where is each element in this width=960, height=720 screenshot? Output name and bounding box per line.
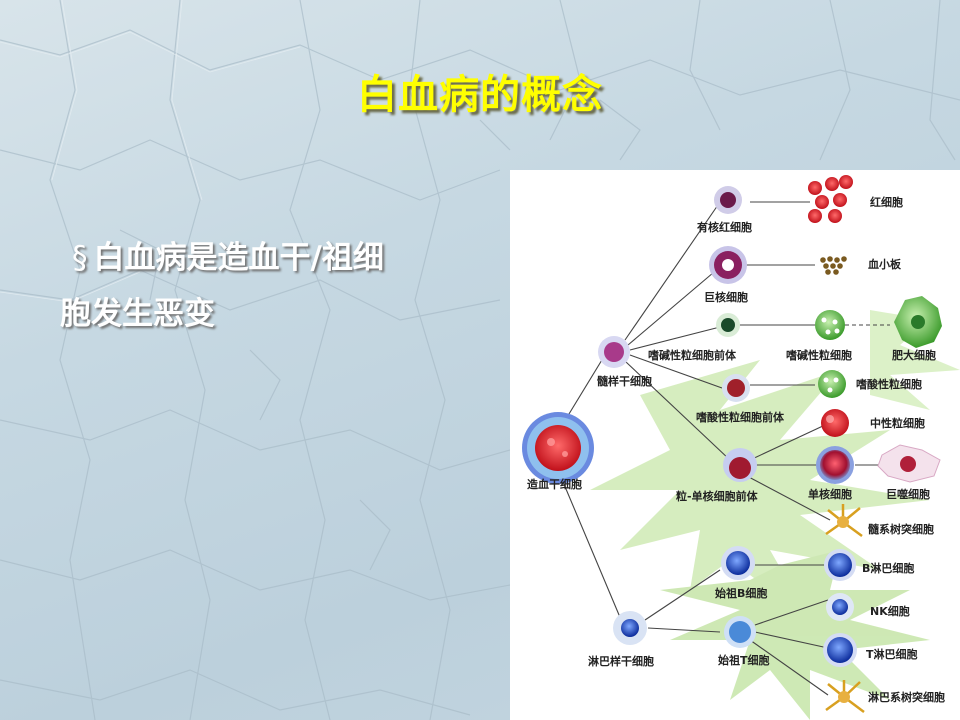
basophil-precursor-cell bbox=[716, 313, 740, 337]
slide-title: 白血病的概念 bbox=[357, 72, 603, 118]
label-eosinophil: 嗜酸性粒细胞 bbox=[856, 377, 922, 391]
lineage-lines bbox=[557, 201, 890, 696]
eosinophil-cell bbox=[818, 370, 846, 398]
label-mast-cell: 肥大细胞 bbox=[892, 348, 936, 362]
hematopoiesis-svg: 造血干细胞 髓样干细胞 淋巴样干细胞 有核红细胞 红细胞 bbox=[522, 175, 960, 720]
platelets bbox=[820, 256, 847, 275]
label-neutrophil: 中性粒细胞 bbox=[870, 416, 925, 430]
macrophage-cell bbox=[877, 444, 941, 483]
b-lymphocyte-cell bbox=[824, 549, 856, 581]
myeloid-dendritic-cell bbox=[825, 504, 863, 538]
monocyte-cell bbox=[816, 446, 854, 484]
eosinophil-precursor-cell bbox=[722, 374, 750, 402]
lymphoid-stem-cell bbox=[613, 611, 647, 645]
label-eosinophil-precursor: 嗜酸性粒细胞前体 bbox=[696, 410, 785, 424]
label-gm-precursor: 粒-单核细胞前体 bbox=[676, 489, 759, 503]
myeloid-stem-cell bbox=[598, 336, 630, 368]
label-myeloid-stem: 髓样干细胞 bbox=[597, 374, 652, 388]
bullet-point: §白血病是造血干/祖细 胞发生恶变 bbox=[60, 230, 480, 342]
mast-cell bbox=[894, 296, 942, 348]
label-lymphoid-dc: 淋巴系树突细胞 bbox=[868, 690, 945, 704]
t-lymphocyte-cell bbox=[823, 633, 857, 667]
label-myeloid-dc: 髓系树突细胞 bbox=[868, 522, 934, 536]
label-monocyte: 单核细胞 bbox=[808, 487, 852, 501]
pro-t-cell bbox=[724, 616, 756, 648]
label-t-cell: T淋巴细胞 bbox=[866, 647, 918, 661]
megakaryocyte-cell bbox=[709, 246, 747, 284]
pro-b-cell bbox=[721, 546, 755, 580]
label-macrophage: 巨噬细胞 bbox=[886, 487, 930, 501]
label-basophil: 嗜碱性粒细胞 bbox=[786, 348, 852, 362]
bullet-marker: § bbox=[72, 240, 88, 276]
label-basophil-precursor: 嗜碱性粒细胞前体 bbox=[648, 348, 737, 362]
bullet-text-line1: 白血病是造血干/祖细 bbox=[93, 240, 384, 276]
label-pro-b: 始祖B细胞 bbox=[715, 586, 767, 600]
label-megakaryocyte: 巨核细胞 bbox=[704, 290, 748, 304]
lymphoid-dendritic-cell bbox=[825, 680, 865, 713]
label-b-cell: B淋巴细胞 bbox=[862, 561, 914, 575]
gm-precursor-cell bbox=[723, 448, 757, 482]
nk-cell bbox=[826, 593, 854, 621]
label-rbc: 红细胞 bbox=[870, 195, 903, 209]
label-stem-cell: 造血干细胞 bbox=[527, 477, 582, 491]
basophil-cell bbox=[815, 310, 845, 340]
hematopoiesis-diagram: 造血干细胞 髓样干细胞 淋巴样干细胞 有核红细胞 红细胞 bbox=[510, 170, 960, 720]
label-platelet: 血小板 bbox=[868, 257, 902, 271]
label-pro-t: 始祖T细胞 bbox=[718, 653, 770, 667]
label-nucleated-rbc: 有核红细胞 bbox=[697, 220, 752, 234]
bullet-text-line2: 胞发生恶变 bbox=[60, 296, 215, 332]
nucleated-rbc-cell bbox=[714, 186, 742, 214]
neutrophil-cell bbox=[821, 409, 849, 437]
hematopoietic-stem-cell bbox=[522, 412, 594, 484]
label-lymphoid-stem: 淋巴样干细胞 bbox=[588, 654, 654, 668]
label-nk-cell: NK细胞 bbox=[870, 604, 910, 618]
red-blood-cells bbox=[808, 175, 853, 223]
